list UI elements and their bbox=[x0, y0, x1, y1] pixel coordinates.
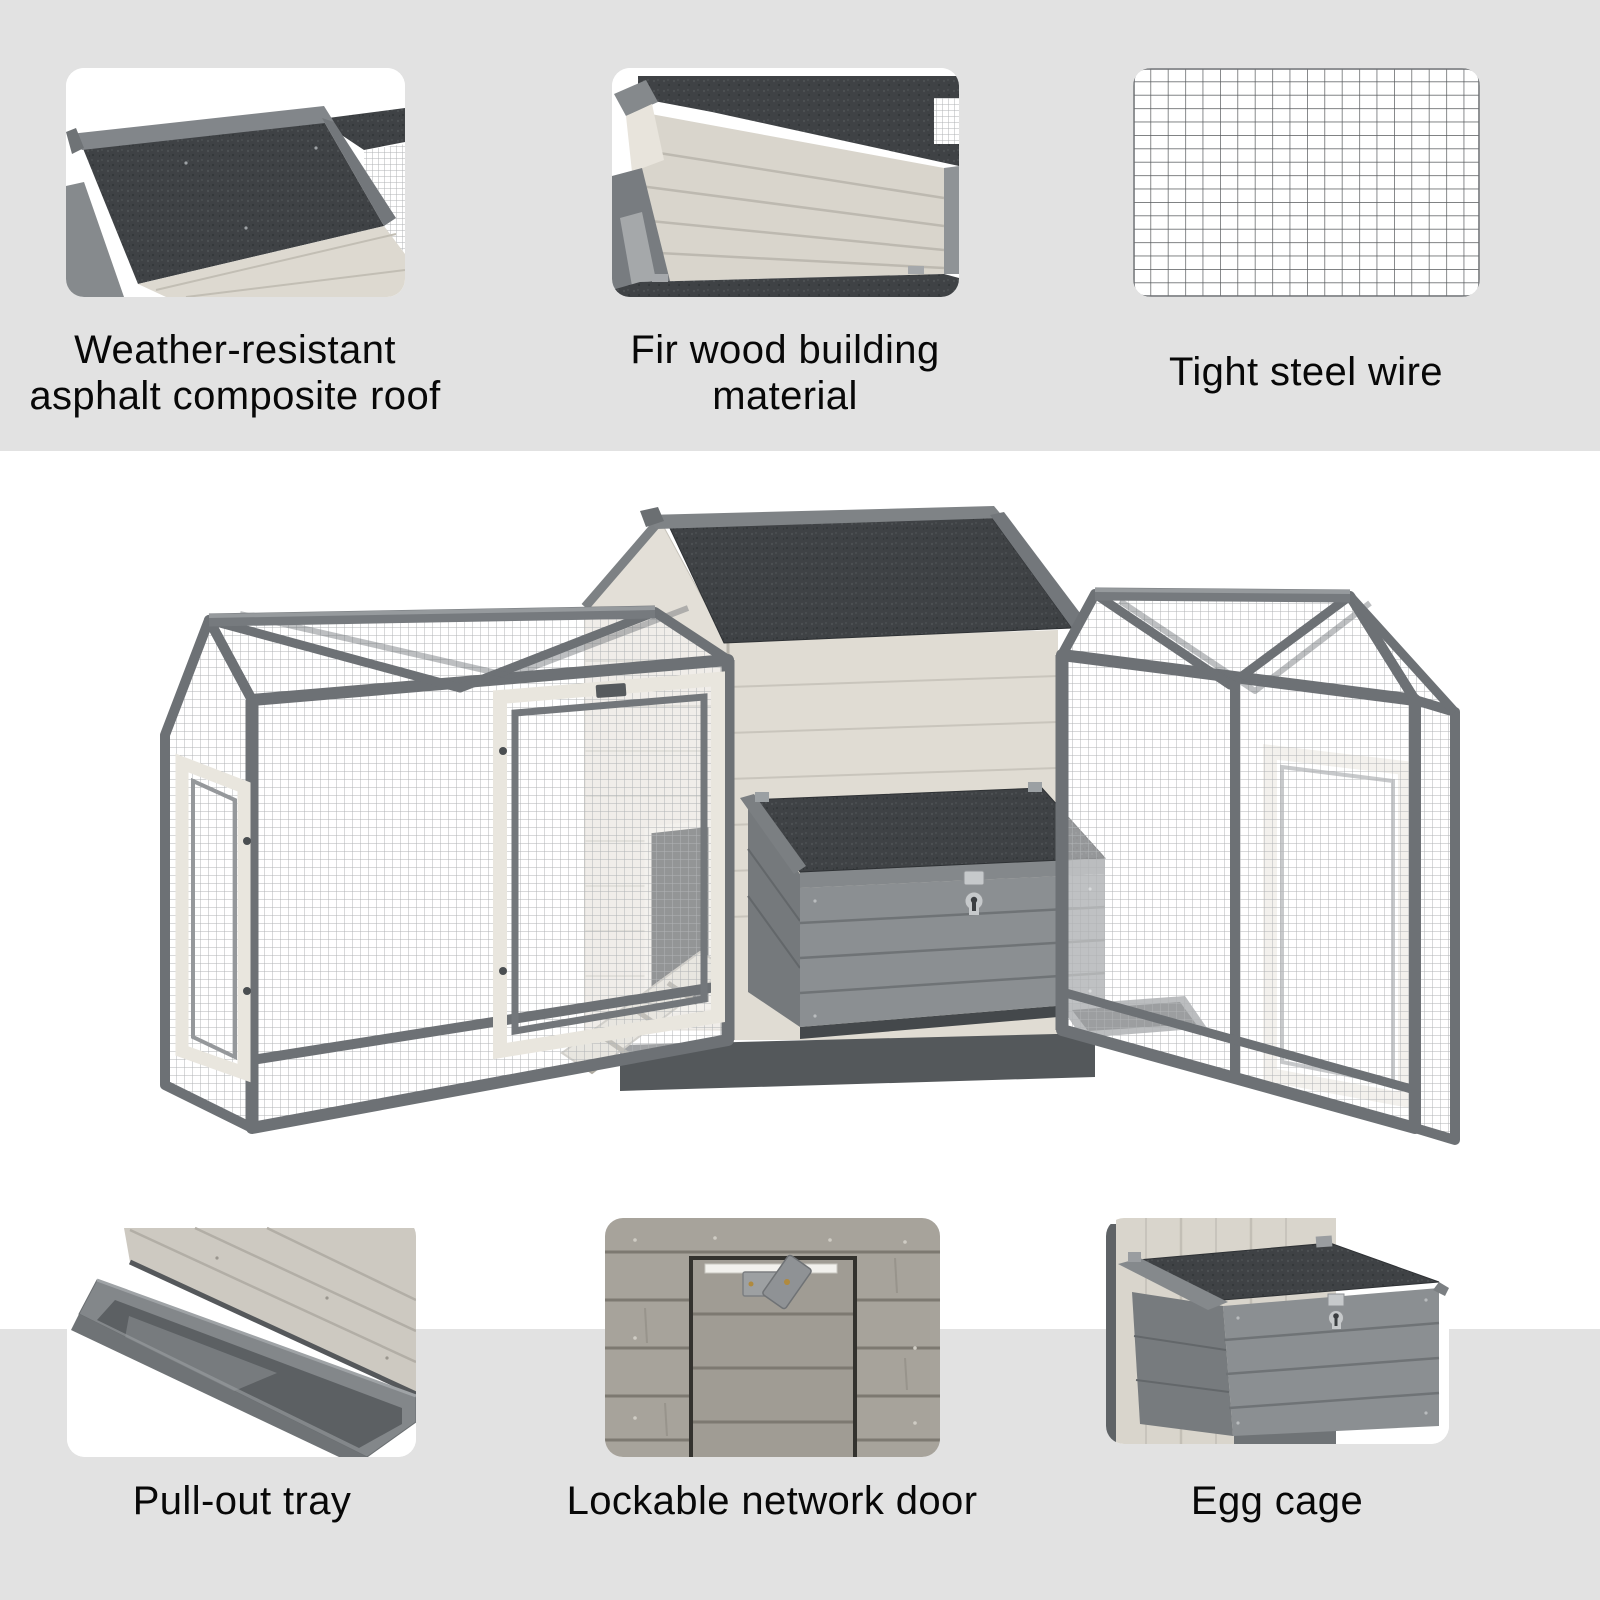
feature-card-pull-out-tray bbox=[67, 1218, 416, 1457]
door-latch bbox=[742, 1254, 812, 1310]
fir-wood-photo bbox=[612, 68, 959, 297]
feature-card-asphalt-roof bbox=[66, 68, 405, 297]
house-base-board bbox=[620, 1033, 1095, 1091]
left-run-side-door bbox=[175, 753, 251, 1083]
left-run-front-door bbox=[493, 671, 725, 1060]
asphalt-roof-photo bbox=[66, 68, 405, 297]
lockable-door-photo bbox=[605, 1218, 940, 1457]
egg-cage-latch bbox=[1327, 1293, 1345, 1329]
feature-card-lockable-door bbox=[605, 1218, 940, 1457]
hero-product-image bbox=[0, 451, 1600, 1329]
egg-box bbox=[740, 782, 1107, 1039]
coop-right-run bbox=[1055, 587, 1460, 1145]
caption-steel-wire: Tight steel wire bbox=[1006, 349, 1600, 395]
egg-cage-box bbox=[1118, 1235, 1449, 1436]
egg-box-latch bbox=[963, 870, 985, 915]
feature-card-egg-cage bbox=[1106, 1218, 1449, 1444]
caption-egg-cage: Egg cage bbox=[977, 1478, 1577, 1524]
caption-lockable-door: Lockable network door bbox=[472, 1478, 1072, 1524]
caption-line: Weather-resistant bbox=[74, 328, 396, 372]
caption-line: asphalt composite roof bbox=[29, 374, 441, 418]
caption-line: Lockable network door bbox=[566, 1479, 978, 1523]
feature-card-steel-wire bbox=[1133, 68, 1480, 297]
egg-box-lid bbox=[747, 787, 1107, 873]
caption-line: Tight steel wire bbox=[1169, 350, 1443, 394]
caption-line: material bbox=[712, 374, 858, 418]
caption-line: Egg cage bbox=[1190, 1479, 1364, 1523]
chicken-coop-illustration bbox=[160, 506, 1460, 1145]
caption-line: Fir wood building bbox=[630, 328, 940, 372]
pull-out-tray-photo bbox=[67, 1218, 416, 1457]
egg-cage-photo bbox=[1106, 1218, 1449, 1444]
coop-left-run bbox=[160, 605, 735, 1134]
caption-fir-wood: Fir wood building material bbox=[485, 327, 1085, 419]
steel-wire-photo bbox=[1133, 68, 1480, 297]
caption-pull-out-tray: Pull-out tray bbox=[0, 1478, 542, 1524]
caption-asphalt-roof: Weather-resistant asphalt composite roof bbox=[0, 327, 535, 419]
caption-line: Pull-out tray bbox=[132, 1479, 352, 1523]
feature-card-fir-wood bbox=[612, 68, 959, 297]
